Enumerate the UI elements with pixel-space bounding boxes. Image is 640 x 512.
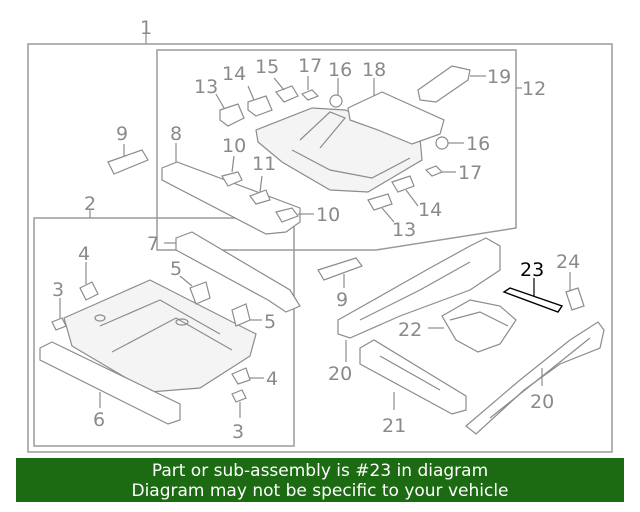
part-9-bracket-upper bbox=[107, 149, 149, 175]
callout-13-upper: 13 bbox=[194, 76, 218, 98]
callout-10-lower: 10 bbox=[316, 204, 340, 226]
callout-17-lower: 17 bbox=[458, 162, 482, 184]
part-6-crossmember bbox=[39, 341, 181, 425]
part-13-gusset bbox=[219, 103, 245, 127]
part-24-bracket bbox=[565, 287, 585, 311]
part-14-gusset-lower bbox=[391, 175, 415, 193]
part-5-bracket-lower bbox=[231, 303, 251, 327]
callout-23: 23 bbox=[520, 259, 544, 281]
callout-22: 22 bbox=[398, 319, 422, 341]
part-20-side-member-upper bbox=[337, 237, 501, 339]
callout-3-upper: 3 bbox=[52, 279, 64, 301]
part-17-clip-upper bbox=[300, 89, 320, 101]
callout-1: 1 bbox=[140, 17, 152, 39]
assembly-box-2 bbox=[33, 217, 295, 447]
part-3-clip-lower bbox=[231, 389, 247, 403]
callout-17-upper: 17 bbox=[298, 55, 322, 77]
part-11-bracket bbox=[249, 189, 271, 205]
callout-2: 2 bbox=[84, 193, 96, 215]
part-19-bracket bbox=[417, 65, 471, 103]
callout-20-upper: 20 bbox=[328, 363, 352, 385]
part-17-clip-lower bbox=[424, 165, 444, 177]
banner-line-1: Part or sub-assembly is #23 in diagram bbox=[151, 461, 489, 481]
part-14-gusset bbox=[247, 95, 273, 117]
part-7-rail bbox=[175, 231, 301, 313]
callout-9-upper: 9 bbox=[116, 123, 128, 145]
part-9-bracket-lower bbox=[317, 257, 363, 281]
callout-19: 19 bbox=[487, 66, 511, 88]
callout-18: 18 bbox=[362, 59, 386, 81]
callout-7: 7 bbox=[147, 233, 159, 255]
assembly-box-1 bbox=[27, 43, 613, 453]
part-8-rail bbox=[161, 161, 301, 235]
part-16-grommet-lower bbox=[435, 136, 449, 150]
part-20-side-member-lower bbox=[465, 321, 605, 435]
callout-4-upper: 4 bbox=[78, 243, 90, 265]
callout-15: 15 bbox=[255, 56, 279, 78]
callout-10-upper: 10 bbox=[222, 135, 246, 157]
part-13-gusset-lower bbox=[367, 193, 393, 211]
callout-24: 24 bbox=[556, 251, 580, 273]
part-floor-panel bbox=[63, 279, 257, 393]
callout-20-lower: 20 bbox=[530, 391, 554, 413]
part-3-clip-upper bbox=[51, 317, 67, 331]
part-23-highlighted bbox=[502, 287, 564, 313]
callout-12: 12 bbox=[522, 78, 546, 100]
part-22-bracket bbox=[441, 299, 517, 353]
parts-diagram: 1 12 2 8 18 19 13 14 15 17 16 16 17 14 bbox=[27, 17, 613, 453]
callout-4-lower: 4 bbox=[266, 368, 278, 390]
banner-line-2: Diagram may not be specific to your vehi… bbox=[131, 481, 509, 501]
part-4-bracket-lower bbox=[231, 367, 251, 385]
callout-16-lower: 16 bbox=[466, 133, 490, 155]
callout-14-upper: 14 bbox=[222, 63, 246, 85]
callout-9-lower: 9 bbox=[336, 289, 348, 311]
callout-21: 21 bbox=[382, 415, 406, 437]
callout-11: 11 bbox=[252, 153, 276, 175]
info-banner: Part or sub-assembly is #23 in diagram D… bbox=[16, 458, 624, 502]
callout-13-lower: 13 bbox=[392, 219, 416, 241]
callout-3-lower: 3 bbox=[232, 421, 244, 443]
part-10-bracket-lower bbox=[275, 207, 299, 223]
callout-16-upper: 16 bbox=[328, 59, 352, 81]
part-18-crossmember bbox=[347, 91, 445, 145]
part-16-grommet-upper bbox=[329, 94, 343, 108]
part-4-bracket-upper bbox=[79, 281, 99, 301]
part-5-bracket-upper bbox=[189, 281, 211, 305]
part-15-bracket bbox=[275, 85, 299, 103]
callout-5-lower: 5 bbox=[264, 311, 276, 333]
callout-6: 6 bbox=[93, 409, 105, 431]
callout-5-upper: 5 bbox=[170, 258, 182, 280]
callout-14-lower: 14 bbox=[418, 199, 442, 221]
part-10-bracket-upper bbox=[221, 171, 243, 187]
callout-8: 8 bbox=[170, 123, 182, 145]
assembly-box-12 bbox=[156, 49, 517, 251]
part-21-crossmember bbox=[359, 339, 467, 415]
